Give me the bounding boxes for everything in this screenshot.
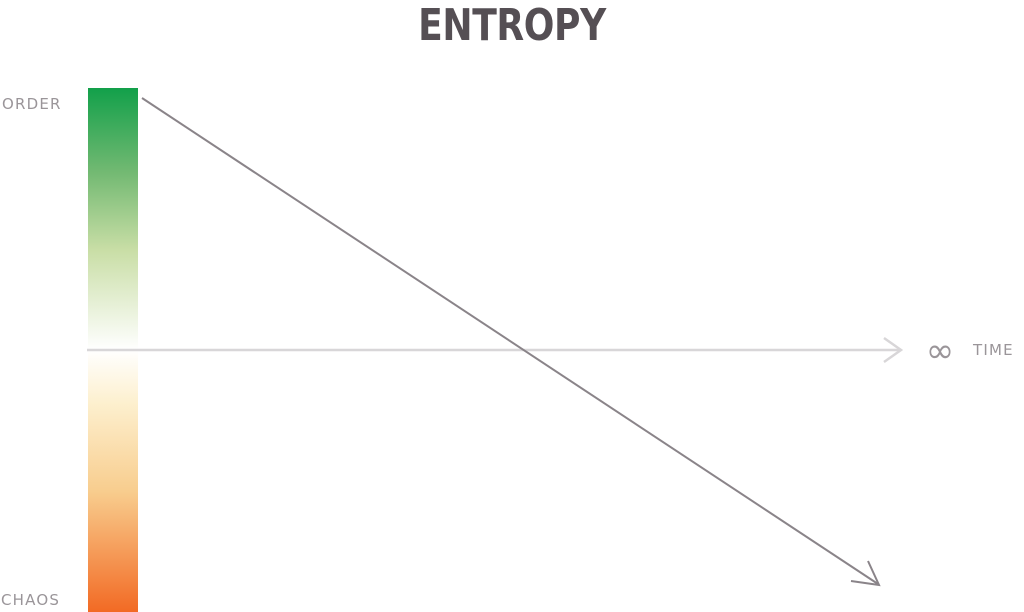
order-label: ORDER xyxy=(2,95,62,113)
diagram-title: ENTROPY xyxy=(418,0,606,51)
infinity-icon: ∞ xyxy=(926,331,954,371)
time-axis-arrowhead xyxy=(883,336,904,364)
entropy-trend-arrow-line xyxy=(141,97,879,585)
chaos-label: CHAOS xyxy=(1,591,61,609)
time-label: TIME xyxy=(973,341,1014,359)
entropy-trend-arrowhead xyxy=(850,560,881,587)
